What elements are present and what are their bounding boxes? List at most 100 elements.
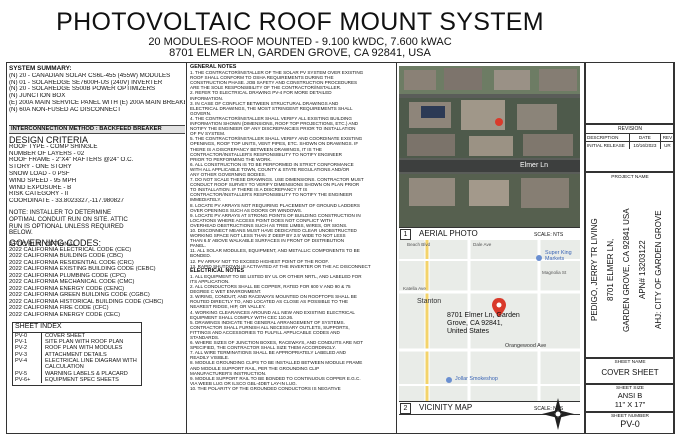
code-line: 2022 CALIFORNIA RESIDENTIAL CODE (CRC)	[9, 259, 134, 266]
summary-line: (N) 01 - SOLAREDGE SE7600H-US (240V) INV…	[9, 79, 163, 86]
revision-block: REVISION DESCRIPTION DATE REV INITIAL RE…	[585, 124, 675, 172]
code-line: 2022 CALIFORNIA ENERGY CODE (CEC)	[9, 311, 121, 318]
map-roads	[399, 240, 580, 401]
sheet-index-heading: SHEET INDEX	[13, 323, 141, 333]
sheet-row: CALCULATION	[13, 364, 141, 371]
sheet-code: PV-6+	[13, 376, 42, 384]
note-line: STANDARDS.	[190, 334, 220, 340]
sheet-desc: ATTACHMENT DETAILS	[45, 351, 107, 358]
criteria-line: WIND SPEED - 95 MPH	[9, 177, 77, 184]
note-line: OPENINGS, ROOF TOP UNITS, VENT PIPES, ET…	[190, 141, 359, 147]
note-line: DEGREE C WET ENVIRONMENT.	[190, 289, 262, 295]
page-title: PHOTOVOLTAIC ROOF MOUNT SYSTEM	[56, 8, 544, 36]
sheet-name-block: SHEET NAME COVER SHEET	[585, 358, 675, 384]
vicinity-caption: 2 VICINITY MAP SCALE: NTS	[399, 401, 580, 415]
sheet-desc: SITE PLAN WITH ROOF PLAN	[45, 339, 124, 346]
summary-line: (N) 20 - CANADIAN SOLAR CS6L-455 (455W) …	[9, 72, 171, 79]
criteria-line: COORDINATE - 33.8023327,-117.980827	[9, 198, 124, 205]
sheet-code: PV-2	[13, 345, 42, 352]
note-line: SPECIFIED, THE CONTRACTOR SHALL SIZE THE…	[190, 345, 336, 351]
note-line: EQUIPMENT SHALL COMPLY WITH CEC 110.26.	[190, 314, 294, 320]
note-line: NOTIFY THE ENGINEER OF ANY DISCREPANCIES…	[190, 126, 356, 132]
map-magnolia-label: Magnolia St	[542, 270, 567, 275]
project-line: PEDIGO, JERRY TR LIVING	[590, 218, 599, 322]
project-line: GARDEN GROVE, CA 92841 USA	[622, 208, 631, 332]
electrical-notes-heading: ELECTRICAL NOTES	[190, 267, 245, 274]
note-line: CONTRACTOR/INSTALLER'S RESPONSIBILITY TO…	[190, 151, 342, 157]
code-line: 2022 CALIFORNIA BUILDING CODE (CBC)	[9, 253, 124, 260]
map-market-label: Super King Markets	[545, 250, 572, 262]
note-line: 10. DISCONNECT MEANS MUST HAVE DEDICATED…	[190, 228, 357, 233]
sheet-desc: COVER SHEET	[45, 332, 86, 339]
title-block: REVISION DESCRIPTION DATE REV INITIAL RE…	[584, 62, 675, 434]
column-divider	[186, 62, 187, 434]
sheet-size-label: SHEET SIZE	[616, 386, 644, 391]
revision-row: INITIAL RELEASE 10/16/2023 UR	[586, 142, 674, 149]
governing-codes-heading: GOVERNING CODES:	[9, 238, 102, 248]
note-line: LOCATIONS WHERE ACCESS POINT DOES NOT CO…	[190, 217, 333, 223]
note-line: 2. REFER TO ELECTRICAL DRAWING PV-4 FOR …	[190, 90, 332, 96]
note-line: 7. ALL WIRE TERMINATIONS SHALL BE APPROP…	[190, 350, 346, 356]
note-line: BONDED.	[190, 253, 211, 259]
map-katella-label: Katella Ave	[403, 286, 426, 291]
note-line: 1. THE CONTRACTOR/INSTALLER OF THE SOLAR…	[190, 70, 364, 76]
note-line: 4. THE CONTRACTOR/INSTALLER SHALL VERIFY…	[190, 115, 352, 121]
code-line: 2022 CALIFORNIA MECHANICAL CODE (CMC)	[9, 279, 135, 286]
map-address-line: Grove, CA 92841,	[447, 320, 503, 327]
project-name-label: PROJECT NAME	[611, 175, 649, 180]
note-line: 7. DO NOT SCALE THESE DRAWINGS. USE DIME…	[190, 177, 364, 183]
criteria-line: NUMBER OF LAYERS - 02	[9, 150, 85, 157]
note-line: 5. DRAWINGS INDICATE THE GENERAL ARRANGE…	[190, 319, 345, 325]
code-line: 2022 CALIFORNIA HISTORICAL BUILDING CODE…	[9, 298, 164, 305]
code-line: 2022 CALIFORNIA ELECTRICAL CODE (CEC)	[9, 246, 132, 253]
note-line: ANY OTHER GOVERNING BODIES.	[190, 171, 266, 177]
general-notes-heading: GENERAL NOTES	[190, 64, 237, 70]
aerial-scale: SCALE: NTS	[534, 232, 564, 238]
note-line: CONDUCT ROOF SURVEY TO VERIFY DIMENSIONS…	[190, 182, 360, 188]
sheet-size: ANSI B	[617, 391, 643, 400]
aerial-label: AERIAL PHOTO	[419, 229, 478, 238]
note-line: 6. WHERE SIZES OF JUNCTION BOXES, RACEWA…	[190, 340, 364, 346]
north-arrow-icon	[542, 398, 574, 430]
map-beach-label: Beach Blvd	[407, 242, 431, 247]
note-line: OVER OPENINGS SUCH AS DOORS OR WINDOWS.	[190, 207, 303, 213]
drawing-frame	[6, 62, 674, 434]
code-line: 2022 CALIFORNIA GREEN BUILDING CODE (CGB…	[9, 292, 150, 299]
note-line: PRIOR TO PERFORMING THE WORK.	[190, 156, 272, 162]
note-line: OVERHEAD OBSTRUCTIONS SUCH AS TREE LIMBS…	[190, 222, 348, 228]
criteria-line: ROOF FRAME - 2"X4" RAFTERS @24" O.C.	[9, 157, 134, 164]
sheet-row: PV-6+EQUIPMENT SPEC SHEETS	[13, 376, 141, 384]
note-line: TO INSTALLATION. IF THERE IS A DISCREPAN…	[190, 187, 308, 193]
vicinity-map: Super King Markets Stanton Orangewood Av…	[399, 240, 580, 401]
aerial-caption: 1 AERIAL PHOTO SCALE: NTS	[399, 227, 580, 241]
note-line: CONTRACTOR SHALL FURNISH ALL NECESSARY O…	[190, 324, 350, 330]
summary-line: (E) 200A MAIN SERVICE PANEL WITH (E) 200…	[9, 99, 185, 106]
code-line: 2022 CALIFORNIA PLUMBING CODE (CPC)	[9, 272, 126, 279]
sheet-number: PV-0	[620, 419, 640, 429]
system-summary: SYSTEM SUMMARY: (N) 20 - CANADIAN SOLAR …	[9, 65, 185, 114]
note-line: OF PV SYSTEM.	[190, 131, 226, 137]
map-orangewood-label: Orangewood Ave	[505, 343, 547, 349]
note-line: ELECTRICAL DRAWINGS, THE MOST STRINGENT …	[190, 105, 353, 111]
revision-cell: UR	[664, 143, 671, 148]
aerial-number: 1	[400, 229, 411, 240]
governing-codes: GOVERNING CODES: 2022 CALIFORNIA ELECTRI…	[9, 238, 185, 318]
code-line: 2022 CALIFORNIA ENERGY CODE (CENC)	[9, 285, 125, 292]
criteria-line: WIND EXPOSURE - B	[9, 184, 72, 191]
note-line: VIA WEEB LUG OR ILSCO GBL-4DBT LAY-IN LU…	[190, 380, 297, 386]
note-line: ROUTED DIRECTLY TO, AND LOCATED AS CLOSE…	[190, 299, 349, 305]
revision-header-row: DESCRIPTION DATE REV	[586, 134, 674, 142]
sheet-code: PV-3	[13, 351, 42, 358]
criteria-line: ROOF TYPE - COMP SHINGLE	[9, 143, 98, 150]
map-dale-label: Dale Ave	[473, 242, 492, 247]
note-line: 3. WIRING, CONDUIT, AND RACEWAYS MOUNTED…	[190, 294, 357, 300]
sheet-code: PV-5	[13, 370, 42, 377]
note-line: AND MODULE SUPPORT RAIL, PER THE GROUNDI…	[190, 365, 320, 371]
note-line: CONSTRUCTION PHASE. JOB SAFETY AND CONST…	[190, 80, 358, 86]
note-line: 5. THE CONTRACTOR/INSTALLER SHALL VERIFY…	[190, 136, 363, 142]
map-stanton-label: Stanton	[417, 298, 442, 305]
